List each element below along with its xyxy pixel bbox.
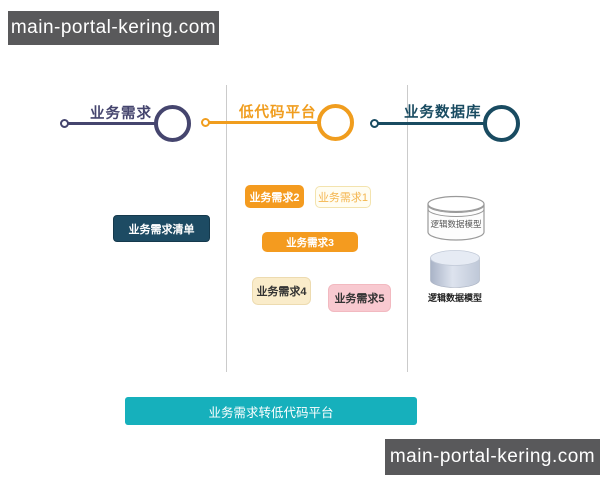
column-divider-left [226,85,227,372]
conversion-banner: 业务需求转低代码平台 [125,397,417,425]
pin-line-icon [205,121,321,124]
database-cylinder-icon [427,195,485,241]
logical-data-model-cylinder-filled [430,250,480,288]
requirement-tag-5: 业务需求5 [328,284,391,312]
domain-watermark-top: main-portal-kering.com [8,11,219,45]
database-cylinder-icon [430,250,480,288]
pin-dot-icon [60,119,69,128]
requirement-tag-1: 业务需求1 [315,186,371,208]
pin-ring-icon [154,105,191,142]
logical-data-model-cylinder-outline: 逻辑数据模型 [427,195,485,242]
pin-dot-icon [370,119,379,128]
column-title-low-code-platform: 低代码平台 [239,105,317,121]
pin-dot-icon [201,118,210,127]
logical-data-model-label-top: 逻辑数据模型 [430,219,482,229]
pin-line-icon [374,122,486,125]
requirement-tag-4: 业务需求4 [252,277,311,305]
column-title-business-requirements: 业务需求 [90,106,152,122]
pin-ring-icon [317,104,354,141]
requirement-tag-3: 业务需求3 [262,232,358,252]
column-divider-right [407,85,408,372]
logical-data-model-label-bottom: 逻辑数据模型 [427,293,482,303]
pin-ring-icon [483,105,520,142]
column-title-business-database: 业务数据库 [404,105,482,121]
requirements-list-button: 业务需求清单 [113,215,210,242]
requirement-tag-2: 业务需求2 [245,185,304,208]
pin-line-icon [64,122,158,125]
domain-watermark-bottom: main-portal-kering.com [385,439,600,475]
